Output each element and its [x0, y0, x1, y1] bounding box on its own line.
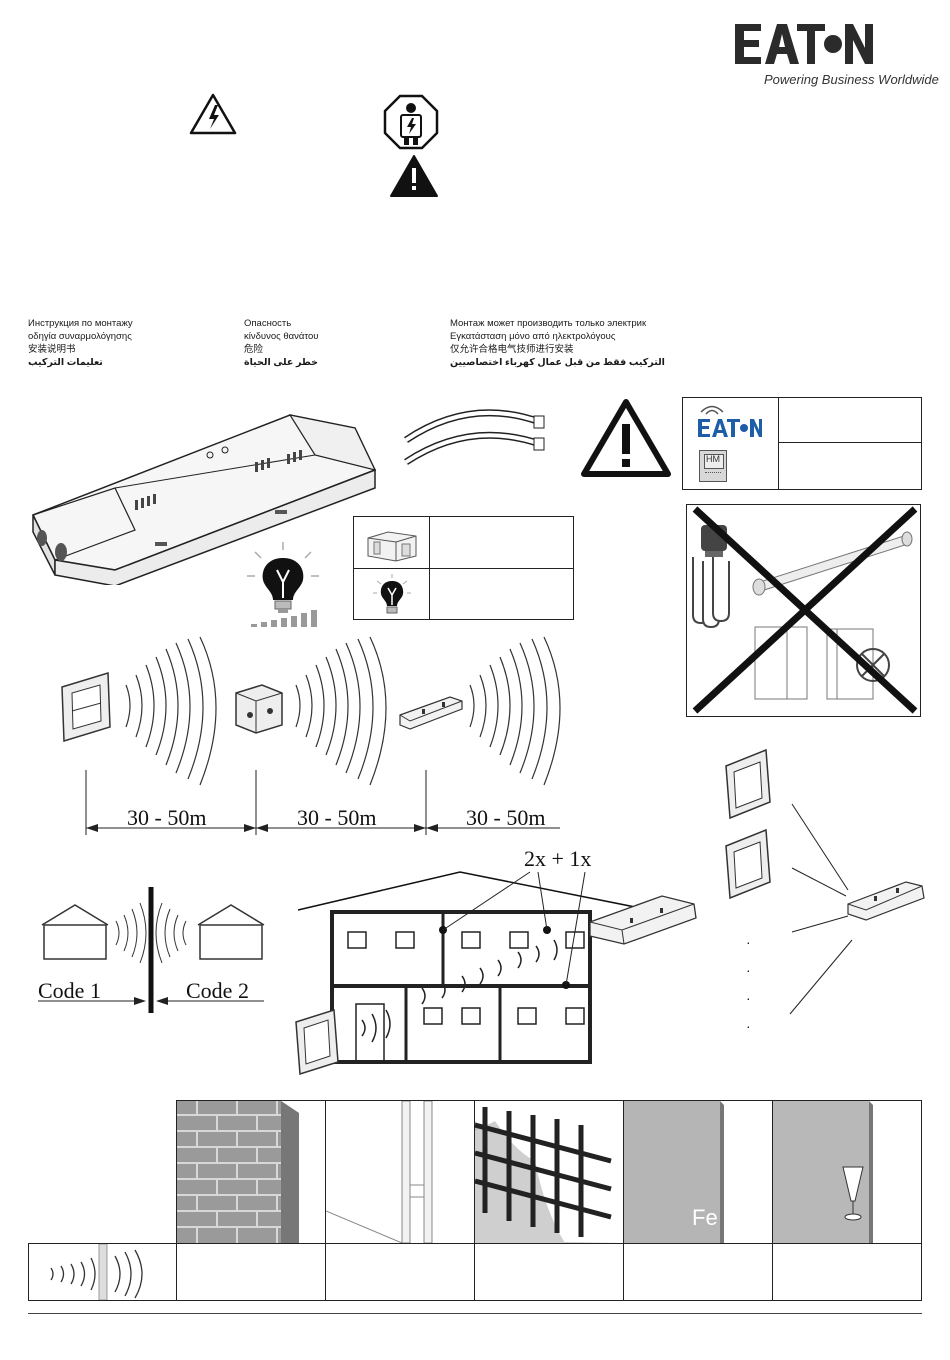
electrician-only-ru: Монтаж может производить только электрик — [450, 318, 647, 329]
code-1-label: Code 1 — [38, 978, 101, 1003]
signal-waves-icon — [50, 1243, 143, 1301]
attenuation-cell-brick — [176, 1243, 326, 1301]
instruction-title-el: οδηγία συναρμολόγησης — [28, 331, 132, 342]
dimming-bulb-illustration — [245, 540, 325, 635]
house-repeater-diagram — [290, 860, 710, 1095]
wall-switch-icon — [61, 671, 111, 743]
danger-ru: Опасность — [244, 318, 292, 329]
electrician-only-ar: التركيب فقط من قبل عمال كهرباء اختصاصيين — [450, 357, 665, 368]
cable-ties-illustration — [400, 402, 550, 472]
dimmer-device-small-icon — [399, 696, 463, 730]
range-diagram — [30, 635, 620, 850]
material-brick-cell — [176, 1100, 326, 1244]
distance-label-2: 30 - 50m — [297, 805, 377, 830]
material-glass-cell — [772, 1100, 922, 1244]
attenuation-cell-glass — [772, 1243, 922, 1301]
electrician-only-block: Монтаж может производить только электрик… — [450, 317, 710, 369]
distance-label-1: 30 - 50m — [127, 805, 207, 830]
compatibility-box: HM — [682, 397, 922, 490]
material-plasterboard-cell — [325, 1100, 475, 1244]
brand-tagline: Powering Business Worldwide — [764, 72, 939, 87]
instruction-title-zh: 安装说明书 — [28, 344, 76, 355]
danger-ar: خطر على الحياة — [244, 357, 318, 368]
signal-icon-cell — [28, 1243, 177, 1301]
electric-hazard-icon — [188, 92, 238, 141]
ellipsis-dots: ···· — [746, 934, 751, 1034]
brick-wall-icon — [177, 1101, 299, 1243]
led-driver-icon — [364, 526, 420, 567]
attenuation-cell-metal — [623, 1243, 773, 1301]
wireless-icon — [697, 402, 727, 421]
material-metal-cell: Fe — [623, 1100, 773, 1244]
instruction-title-ru: Инструкция по монтажу — [28, 318, 133, 329]
plasterboard-wall-icon — [325, 1100, 433, 1244]
danger-zh: 危险 — [244, 344, 264, 355]
load-type-table — [353, 516, 574, 620]
eaton-logo-small — [697, 417, 763, 439]
repeater-ratio-label: 2x + 1x — [524, 846, 592, 871]
dimmer-device-illustration — [25, 410, 385, 590]
electrician-only-el: Εγκατάσταση μόνο από ηλεκτρολόγους — [450, 331, 616, 342]
home-manager-icon: HM — [699, 450, 727, 482]
home-manager-label: HM — [706, 454, 720, 464]
warning-icon — [389, 154, 439, 203]
electrician-icon — [383, 94, 439, 155]
code-2-label: Code 2 — [186, 978, 249, 1003]
glass-icon — [773, 1101, 873, 1243]
unsupported-loads-panel — [686, 504, 921, 717]
danger-el: κίνδυνος θανάτου — [244, 331, 319, 342]
attenuation-cell-plasterboard — [325, 1243, 475, 1301]
distance-label-3: 30 - 50m — [466, 805, 546, 830]
instruction-title-block: Инструкция по монтажу οδηγία συναρμολόγη… — [28, 317, 228, 369]
multi-sender-diagram — [720, 740, 930, 1035]
metal-fe-label: Fe — [692, 1205, 718, 1230]
eaton-logo — [733, 22, 893, 70]
caution-triangle-icon — [580, 398, 672, 483]
attenuation-cell-concrete — [474, 1243, 624, 1301]
electrician-only-zh: 仅允许合格电气技师进行安装 — [450, 344, 574, 355]
material-concrete-cell — [474, 1100, 624, 1244]
reinforced-concrete-icon — [474, 1107, 623, 1243]
metal-sheet-icon — [624, 1101, 724, 1243]
footer-divider — [28, 1313, 922, 1314]
code-separation-diagram — [30, 885, 270, 1020]
danger-block: Опасность κίνδυνος θανάτου 危险 خطر على ال… — [244, 317, 424, 369]
incandescent-bulb-icon — [372, 573, 412, 622]
instruction-title-ar: تعليمات التركيب — [28, 357, 103, 368]
eaton-logo-mark — [735, 24, 873, 64]
flush-actuator-icon — [235, 684, 283, 734]
